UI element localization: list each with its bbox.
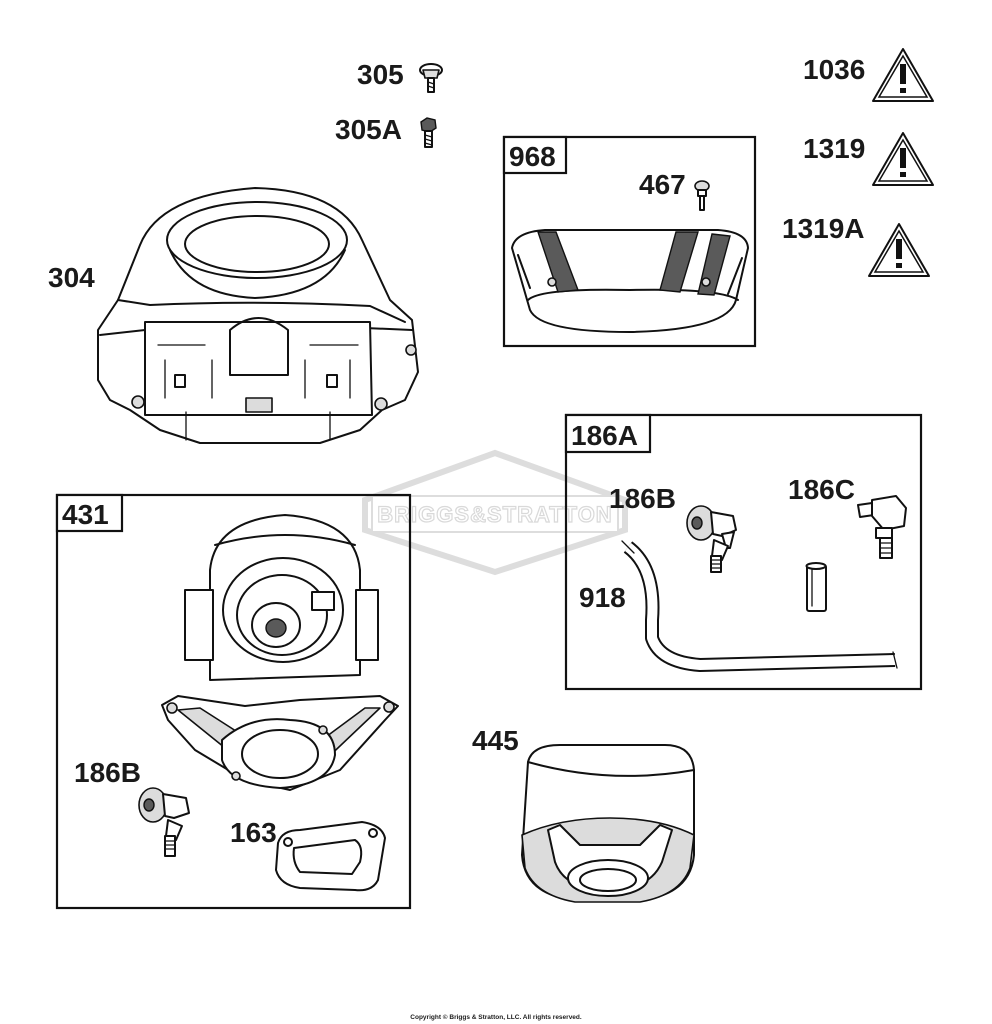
kit-tag-431 [55, 493, 124, 533]
gasket-163[interactable] [275, 821, 386, 892]
kit-box-431 [55, 493, 412, 910]
kit-box-968 [502, 135, 757, 348]
label-1319a: 1319A [782, 213, 865, 244]
kit-tag-968 [502, 135, 568, 175]
label-431: 431 [62, 499, 109, 530]
blower-housing-304[interactable] [97, 187, 419, 444]
label-305: 305 [357, 59, 404, 90]
watermark-text: BRIGGS&STRATTON [377, 502, 612, 527]
label-1036: 1036 [803, 54, 865, 85]
bolt-icon[interactable] [420, 117, 437, 148]
tube-sleeve[interactable] [805, 562, 827, 612]
air-cleaner-base-431[interactable] [161, 514, 399, 791]
brand-watermark: BRIGGS&STRATTON [362, 449, 628, 576]
label-305a: 305A [335, 114, 402, 145]
screw-icon[interactable] [419, 63, 443, 93]
label-968: 968 [509, 141, 556, 172]
label-304: 304 [48, 262, 95, 293]
warning-icon[interactable] [868, 223, 930, 277]
screw-icon[interactable] [694, 180, 710, 211]
label-467: 467 [639, 169, 686, 200]
air-cleaner-cover-467[interactable] [511, 229, 749, 333]
warning-icon[interactable] [872, 132, 934, 186]
label-186c: 186C [788, 474, 855, 505]
label-445: 445 [472, 725, 519, 756]
copyright-notice: Copyright © Briggs & Stratton, LLC. All … [410, 1013, 582, 1021]
kit-box-186a [564, 413, 923, 691]
label-186b-kit: 186B [609, 483, 676, 514]
vent-hose-918[interactable] [621, 540, 898, 672]
label-918: 918 [579, 582, 626, 613]
air-filter-445[interactable] [521, 744, 695, 903]
label-186b: 186B [74, 757, 141, 788]
label-1319: 1319 [803, 133, 865, 164]
vent-fitting-186b[interactable] [686, 505, 737, 573]
label-163: 163 [230, 817, 277, 848]
elbow-fitting-186c[interactable] [857, 495, 907, 559]
kit-tag-186a [564, 413, 652, 454]
warning-icon[interactable] [872, 48, 934, 102]
label-186a: 186A [571, 420, 638, 451]
vent-fitting-186b[interactable] [138, 787, 190, 857]
